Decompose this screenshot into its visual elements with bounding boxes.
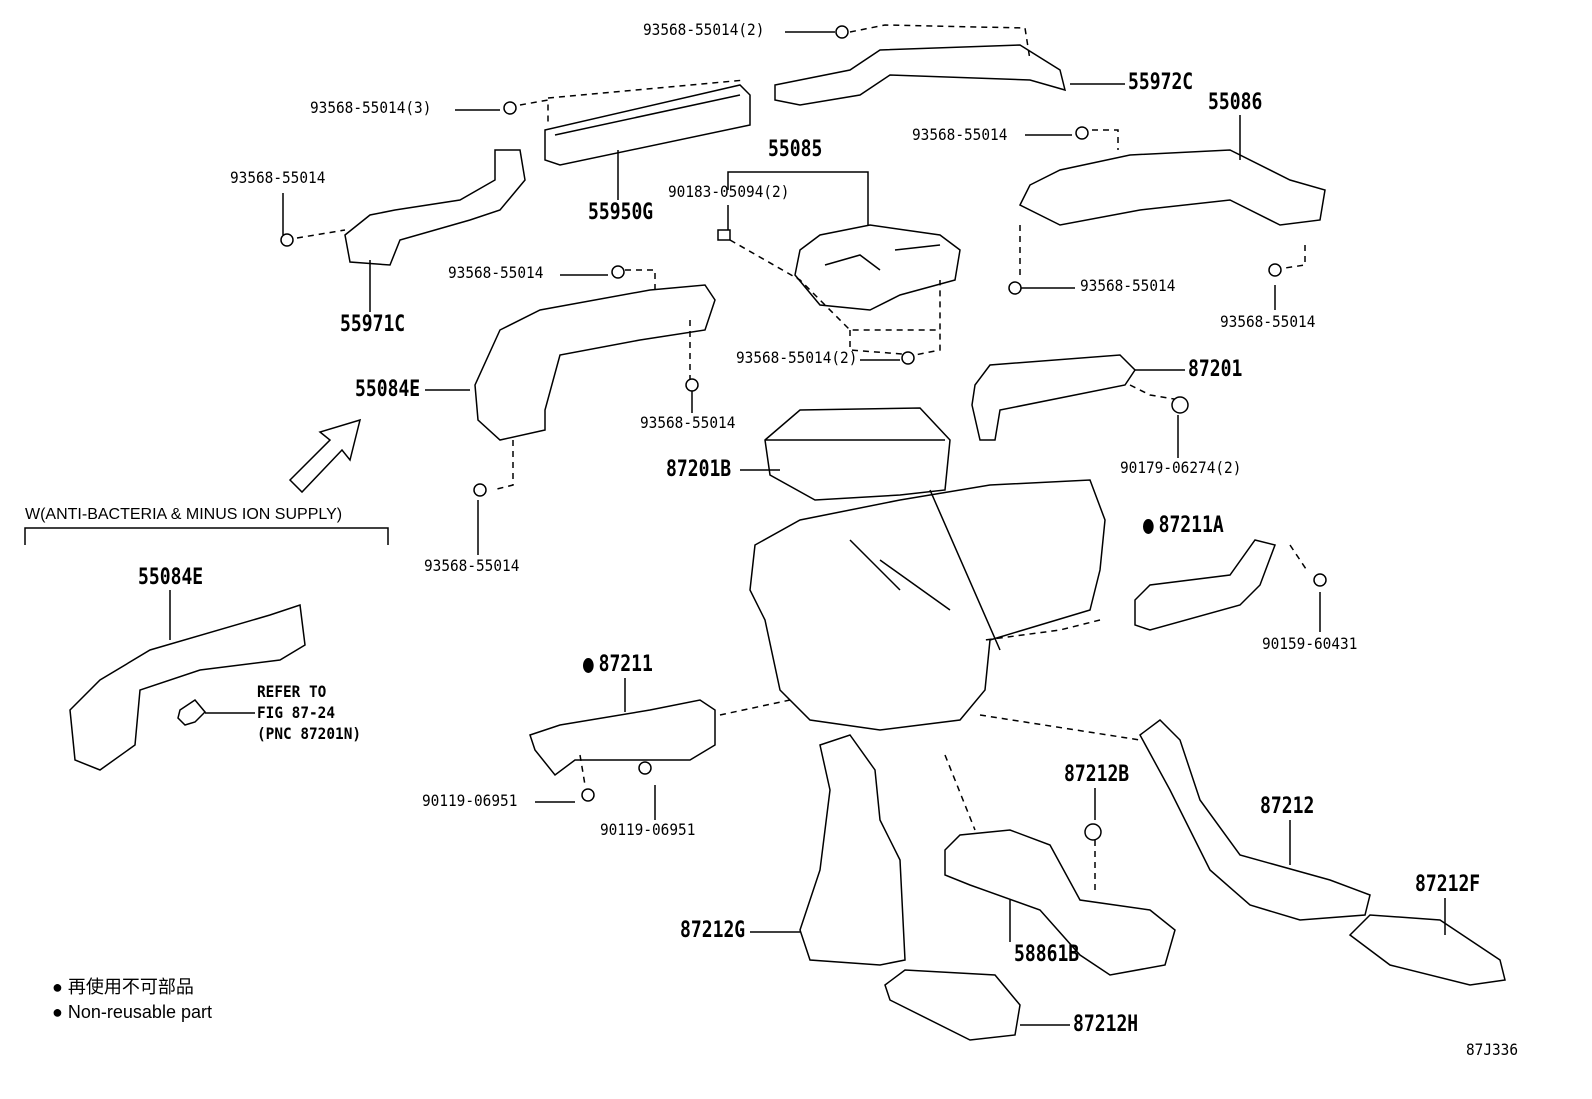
label-55971C: 55971C [340,312,406,337]
duct-87212F [1348,914,1506,986]
variant-heading: W(ANTI-BACTERIA & MINUS ION SUPPLY) [25,506,343,523]
label-93568-55014-l1: 93568-55014 [230,168,326,187]
label-58861B: 58861B [1014,942,1080,967]
duct-55084E [474,284,716,441]
part-shapes [69,44,1506,1041]
label-55085: 55085 [768,137,823,162]
label-90179-06274-2: 90179-06274(2) [1120,458,1242,477]
duct-55085 [794,224,961,311]
label-87212H: 87212H [1073,1012,1139,1037]
fasteners [280,25,1327,841]
duct-87211A [1134,539,1276,631]
legend-english-text: Non-reusable part [67,1002,212,1022]
arrow-outline [288,418,362,494]
label-87211: 87211 [583,654,653,676]
reference-note-line1: REFER TO [257,682,327,701]
register-87201B [764,407,951,501]
sensor-part [177,699,207,726]
label-90183-05094-2: 90183-05094(2) [668,182,790,201]
label-90159-60431: 90159-60431 [1262,634,1358,653]
label-55086: 55086 [1208,90,1263,115]
label-93568-55014-r2: 93568-55014 [1080,276,1176,295]
figure-id: 87J336 [1466,1040,1519,1059]
legend-bullet-icon: ● [52,977,63,997]
duct-87212G [799,734,906,966]
label-90119-06951-a: 90119-06951 [422,791,518,810]
duct-55086 [1018,149,1326,226]
legend-japanese: ● 再使用不可部品 [52,978,194,996]
label-93568-55014-m2: 93568-55014 [640,413,736,432]
label-55972C: 55972C [1128,70,1194,95]
label-87212: 87212 [1260,794,1315,819]
bracket-87201 [971,354,1136,441]
reference-note-line2: FIG 87-24 [257,703,336,722]
label-87201B: 87201B [666,457,732,482]
label-87212G: 87212G [680,918,746,943]
label-93568-55014-r1: 93568-55014 [912,125,1008,144]
label-55950G: 55950G [588,200,654,225]
label-93568-55014-m1: 93568-55014 [448,263,544,282]
duct-55950G [544,84,751,166]
label-93568-55014-2-mid: 93568-55014(2) [736,348,858,367]
label-87212F: 87212F [1415,872,1481,897]
label-87201: 87201 [1188,357,1243,382]
label-55084E-alt: 55084E [138,565,204,590]
duct-87211 [529,699,716,777]
legend-bullet-icon: ● [52,1002,63,1022]
duct-55084E-alt [69,603,306,771]
label-93568-55014-3: 93568-55014(3) [310,98,432,117]
label-87211A: 87211A [1143,515,1224,537]
heater-unit [749,479,1106,731]
legend-english: ● Non-reusable part [52,1003,212,1021]
leader-lines [24,31,1446,1026]
duct-58861B [944,829,1176,976]
duct-55971C [344,149,526,266]
legend-japanese-text: 再使用不可部品 [67,977,194,997]
duct-87212H [884,969,1021,1041]
label-93568-55014-2-top: 93568-55014(2) [643,20,765,39]
reference-note-line3: (PNC 87201N) [257,724,362,743]
label-87212B: 87212B [1064,762,1130,787]
label-93568-55014-r3: 93568-55014 [1220,312,1316,331]
label-93568-55014-m3: 93568-55014 [424,556,520,575]
label-90119-06951-b: 90119-06951 [600,820,696,839]
duct-87212 [1139,719,1371,921]
label-55084E: 55084E [355,377,421,402]
duct-55972C [774,44,1067,106]
assembly-dashed-lines [296,24,1309,890]
